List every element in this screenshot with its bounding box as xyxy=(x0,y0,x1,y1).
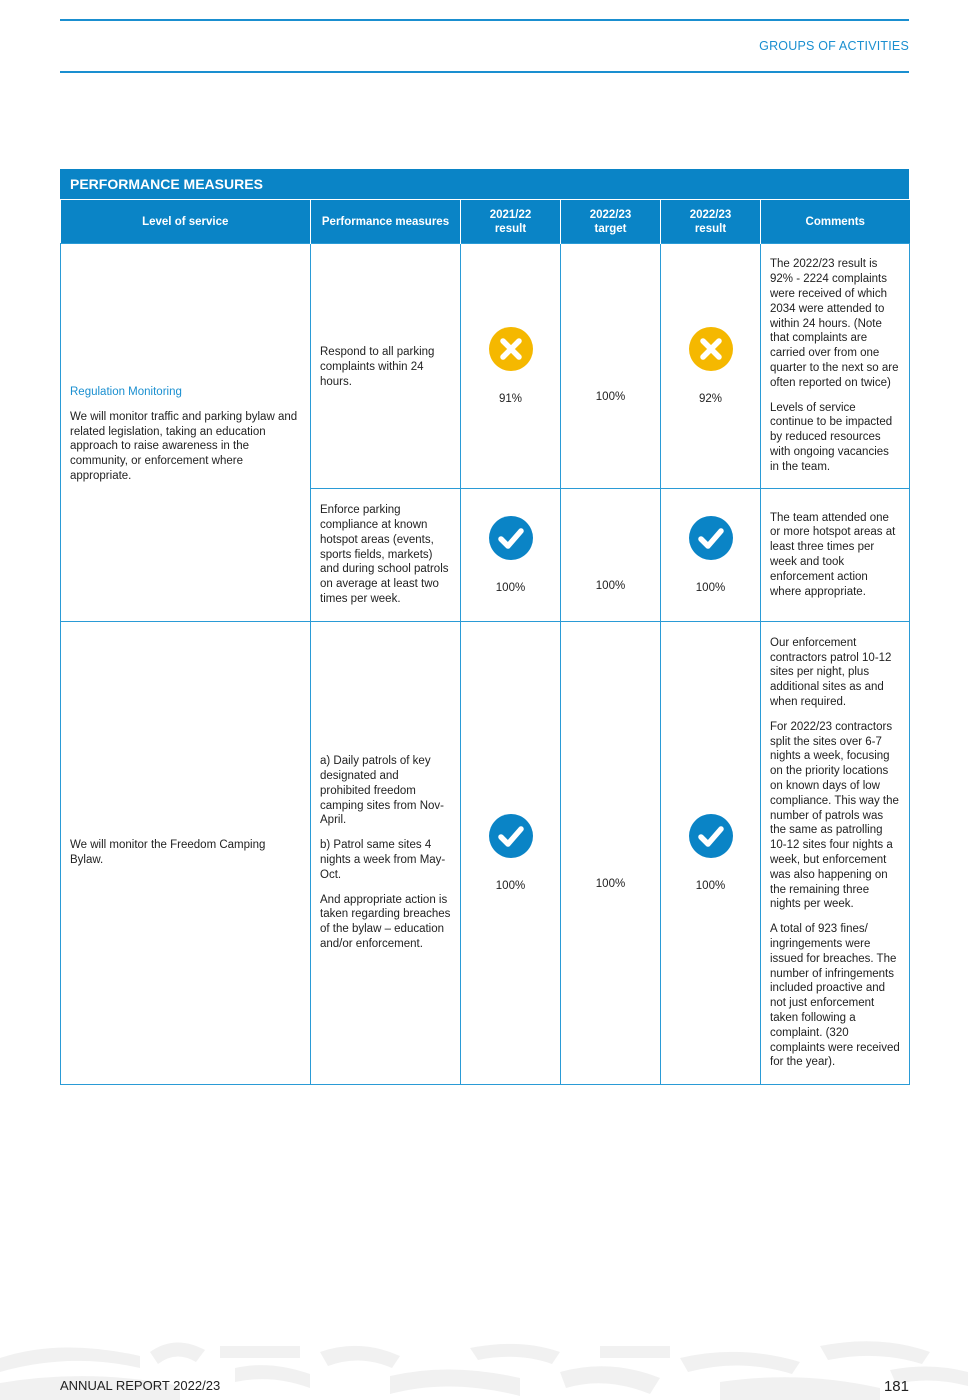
level-title: Regulation Monitoring xyxy=(70,386,182,398)
col-target-line2: target xyxy=(594,222,627,235)
result-value: 100% xyxy=(495,581,526,594)
result-value: 100% xyxy=(695,879,726,892)
check-icon xyxy=(688,813,733,858)
footer-report-title: ANNUAL REPORT 2022/23 xyxy=(60,1378,221,1393)
target-cell: 100% xyxy=(560,243,661,489)
target-cell: 100% xyxy=(560,621,661,1085)
comments-cell: The team attended one or more hotspot ar… xyxy=(760,488,910,622)
result-2021-22-cell: 100% xyxy=(460,621,561,1085)
result-2021-22-cell: 100% xyxy=(460,488,561,622)
comment-text: Our enforcement contractors patrol 10-12… xyxy=(770,636,892,709)
col-performance-measures: Performance measures xyxy=(310,199,461,244)
table-header-row: Level of service Performance measures 20… xyxy=(60,199,910,244)
level-of-service-cell: We will monitor the Freedom Camping Byla… xyxy=(60,621,311,1085)
header-rule-bottom xyxy=(60,71,909,73)
result-2022-23-cell: 100% xyxy=(660,488,761,622)
comment-text: The 2022/23 result is 92% - 2224 complai… xyxy=(770,258,899,389)
target-cell: 100% xyxy=(560,488,661,622)
target-value: 100% xyxy=(595,877,626,890)
measure-text: b) Patrol same sites 4 nights a week fro… xyxy=(320,839,446,881)
col-2022-23-target: 2022/23 target xyxy=(560,199,661,244)
result-value: 100% xyxy=(695,581,726,594)
decorative-pattern-icon xyxy=(0,1341,968,1400)
measure-cell: a) Daily patrols of key designated and p… xyxy=(310,621,461,1085)
check-icon xyxy=(688,515,733,560)
col-comments: Comments xyxy=(760,199,910,244)
col-2021-22-result: 2021/22 result xyxy=(460,199,561,244)
cross-icon xyxy=(488,326,533,371)
comment-text: For 2022/23 contractors split the sites … xyxy=(770,720,899,911)
col-level-of-service: Level of service xyxy=(60,199,311,244)
check-icon xyxy=(488,813,533,858)
table-title: PERFORMANCE MEASURES xyxy=(60,169,909,199)
measure-text: a) Daily patrols of key designated and p… xyxy=(320,755,444,827)
result-value: 91% xyxy=(498,392,523,405)
comments-cell: The 2022/23 result is 92% - 2224 complai… xyxy=(760,243,910,489)
target-value: 100% xyxy=(595,579,626,592)
comments-cell: Our enforcement contractors patrol 10-12… xyxy=(760,621,910,1085)
header-rule-top xyxy=(60,19,909,21)
level-text: We will monitor traffic and parking byla… xyxy=(70,410,298,482)
col-2022-23-line1: 2022/23 xyxy=(689,208,732,221)
comment-text: Levels of service continue to be impacte… xyxy=(770,401,893,473)
measure-text: And appropriate action is taken regardin… xyxy=(320,893,451,950)
footer-pattern xyxy=(0,1338,968,1400)
measure-cell: Enforce parking compliance at known hots… xyxy=(310,488,461,622)
level-of-service-cell: Regulation Monitoring We will monitor tr… xyxy=(60,243,311,622)
col-2022-23-result: 2022/23 result xyxy=(660,199,761,244)
result-2022-23-cell: 100% xyxy=(660,621,761,1085)
check-icon xyxy=(488,515,533,560)
result-2022-23-cell: 92% xyxy=(660,243,761,489)
performance-measures-table: PERFORMANCE MEASURES Level of service Pe… xyxy=(60,169,910,1085)
result-value: 92% xyxy=(698,392,723,405)
table-row: We will monitor the Freedom Camping Byla… xyxy=(60,621,910,1085)
result-2021-22-cell: 91% xyxy=(460,243,561,489)
comment-text: A total of 923 fines/ ingringements were… xyxy=(770,923,900,1069)
measure-cell: Respond to all parking complaints within… xyxy=(310,243,461,489)
col-2022-23-line2: result xyxy=(694,222,727,235)
col-target-line1: 2022/23 xyxy=(589,208,632,221)
col-2021-22-line1: 2021/22 xyxy=(489,208,532,221)
page-number: 181 xyxy=(883,1378,909,1395)
section-tag: GROUPS OF ACTIVITIES xyxy=(759,39,909,53)
col-2021-22-line2: result xyxy=(494,222,527,235)
target-value: 100% xyxy=(595,390,626,403)
cross-icon xyxy=(688,326,733,371)
table-row: Enforce parking compliance at known hots… xyxy=(61,488,910,622)
table-row: Regulation Monitoring We will monitor tr… xyxy=(60,243,910,622)
result-value: 100% xyxy=(495,879,526,892)
